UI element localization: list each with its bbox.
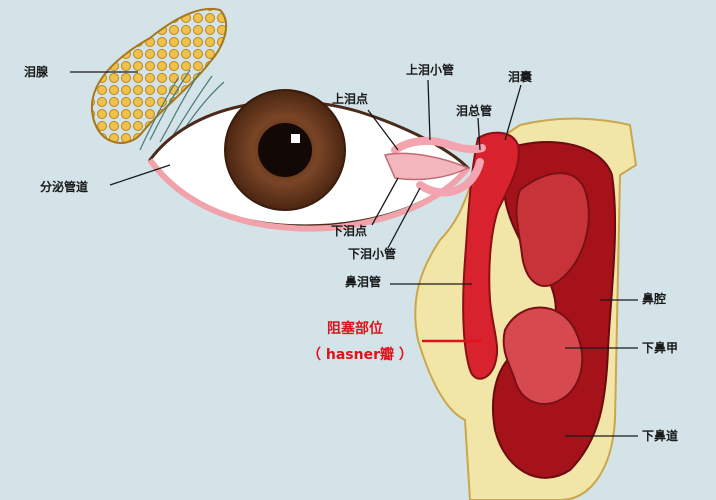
- lower-canaliculus: [416, 158, 484, 197]
- label-inferior-turbinate: 下鼻甲: [642, 341, 679, 355]
- label-common-canaliculus: 泪总管: [456, 104, 493, 118]
- label-nasal-cavity: 鼻腔: [642, 292, 667, 306]
- label-secretory-ducts: 分泌管道: [40, 180, 89, 194]
- eye-corner: [383, 152, 470, 181]
- upper-canaliculus: [391, 136, 486, 154]
- label-lower-canaliculus: 下泪小管: [348, 247, 397, 261]
- leader-lines: [70, 71, 638, 437]
- eye-pupil: [258, 123, 312, 177]
- label-lacrimal-gland: 泪腺: [24, 65, 49, 79]
- inferior-turbinate-shape: [502, 306, 584, 405]
- label-inferior-meatus: 下鼻道: [642, 429, 679, 443]
- label-lower-punctum: 下泪点: [331, 224, 368, 238]
- label-upper-canaliculus: 上泪小管: [406, 63, 455, 77]
- label-lacrimal-sac: 泪囊: [508, 70, 533, 84]
- label-hasner-valve: （ hasner瓣 ）: [307, 347, 413, 363]
- label-obstruction-site: 阻塞部位: [327, 321, 383, 337]
- label-upper-punctum: 上泪点: [332, 92, 369, 106]
- nasolacrimal-duct: [462, 131, 520, 380]
- eye-lower-lid: [147, 158, 471, 232]
- eye-highlight: [291, 134, 300, 143]
- lacrimal-gland: [90, 7, 228, 144]
- turbinate-shape: [515, 172, 590, 287]
- label-nasolacrimal-duct: 鼻泪管: [345, 275, 382, 289]
